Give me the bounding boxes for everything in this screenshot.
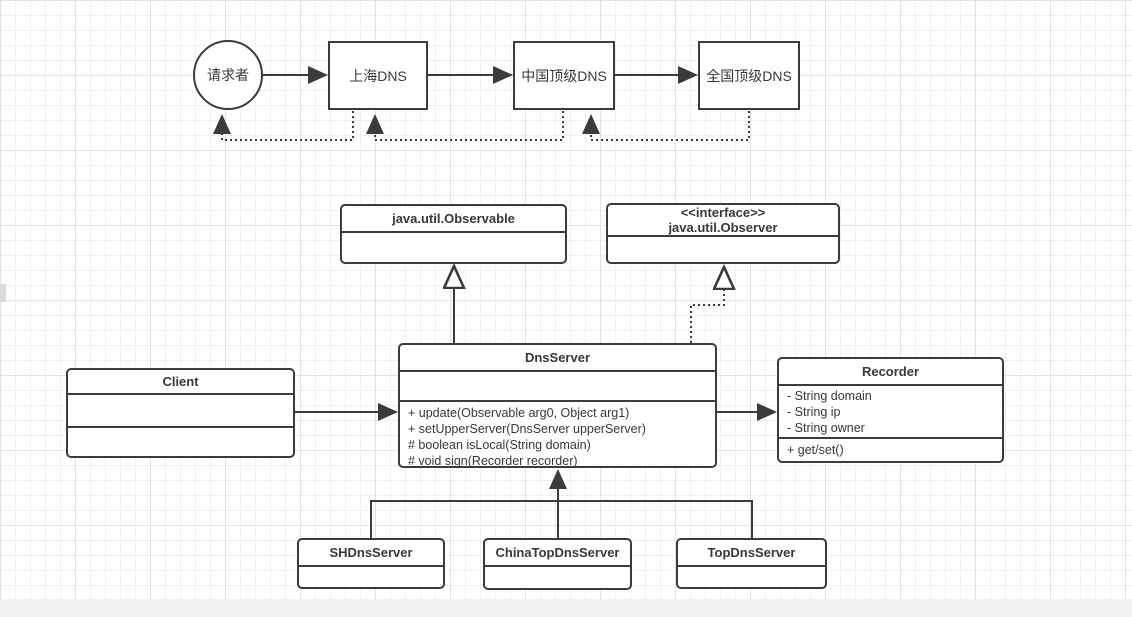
class-dnsserver-title: DnsServer — [524, 350, 591, 365]
class-observer-stereotype: <<interface>> — [680, 205, 766, 220]
flow-node-shanghai-dns[interactable]: 上海DNS — [328, 41, 428, 110]
dotted-arrow-nationaldns-to-chinadns — [582, 111, 750, 141]
class-topdnsserver-title: TopDnsServer — [707, 545, 796, 560]
class-observable-title: java.util.Observable — [392, 211, 515, 226]
class-shdnsserver[interactable]: SHDnsServer — [297, 538, 445, 589]
class-observable-empty-section — [342, 233, 565, 260]
canvas-left-notch — [0, 284, 6, 302]
class-dnsserver-methods-section: + update(Observable arg0, Object arg1) +… — [400, 402, 715, 466]
method-line: + update(Observable arg0, Object arg1) — [408, 406, 630, 420]
subclass-connector-bus — [370, 500, 753, 538]
realization-dnsserver-to-observer — [690, 268, 724, 343]
class-chinatopdnsserver[interactable]: ChinaTopDnsServer — [483, 538, 632, 590]
class-observer-title: java.util.Observer — [668, 220, 778, 235]
attribute-line: - String ip — [787, 405, 841, 419]
class-shdnsserver-title: SHDnsServer — [329, 545, 413, 560]
class-recorder-methods-section: + get/set() — [779, 439, 1002, 459]
flow-node-national-top-dns-label: 全国顶级DNS — [706, 67, 792, 84]
class-recorder-title: Recorder — [861, 364, 920, 379]
class-client-title: Client — [162, 374, 199, 389]
flow-node-national-top-dns[interactable]: 全国顶级DNS — [698, 41, 800, 110]
class-observer[interactable]: <<interface>> java.util.Observer — [606, 203, 840, 264]
flow-node-shanghai-dns-label: 上海DNS — [349, 67, 407, 84]
method-line: + setUpperServer(DnsServer upperServer) — [408, 422, 646, 436]
class-dnsserver[interactable]: DnsServer + update(Observable arg0, Obje… — [398, 343, 717, 468]
flow-node-requester[interactable]: 请求者 — [193, 40, 263, 110]
dotted-arrow-chinadns-to-shdns — [366, 111, 564, 141]
class-client-fields-section — [68, 395, 293, 428]
class-topdnsserver-empty-section — [678, 567, 825, 585]
class-client[interactable]: Client — [66, 368, 295, 458]
flow-node-china-top-dns[interactable]: 中国顶级DNS — [513, 41, 615, 110]
class-chinatopdnsserver-empty-section — [485, 567, 630, 586]
method-line: + get/set() — [787, 443, 844, 457]
class-topdnsserver[interactable]: TopDnsServer — [676, 538, 827, 589]
class-observable[interactable]: java.util.Observable — [340, 204, 567, 264]
flow-node-china-top-dns-label: 中国顶级DNS — [521, 67, 607, 84]
class-client-methods-section — [68, 428, 293, 452]
flow-node-requester-label: 请求者 — [207, 67, 249, 83]
class-recorder-fields-section: - String domain - String ip - String own… — [779, 386, 1002, 439]
class-chinatopdnsserver-title: ChinaTopDnsServer — [495, 545, 620, 560]
method-line: # boolean isLocal(String domain) — [408, 438, 591, 452]
canvas-bottom-strip — [0, 599, 1132, 617]
method-line: # void sign(Recorder recorder) — [408, 454, 578, 468]
class-shdnsserver-empty-section — [299, 567, 443, 585]
class-observer-empty-section — [608, 237, 838, 260]
class-dnsserver-fields-section — [400, 372, 715, 402]
attribute-line: - String owner — [787, 421, 865, 435]
dotted-arrow-shdns-to-requester — [213, 111, 354, 141]
class-recorder[interactable]: Recorder - String domain - String ip - S… — [777, 357, 1004, 463]
attribute-line: - String domain — [787, 389, 872, 403]
